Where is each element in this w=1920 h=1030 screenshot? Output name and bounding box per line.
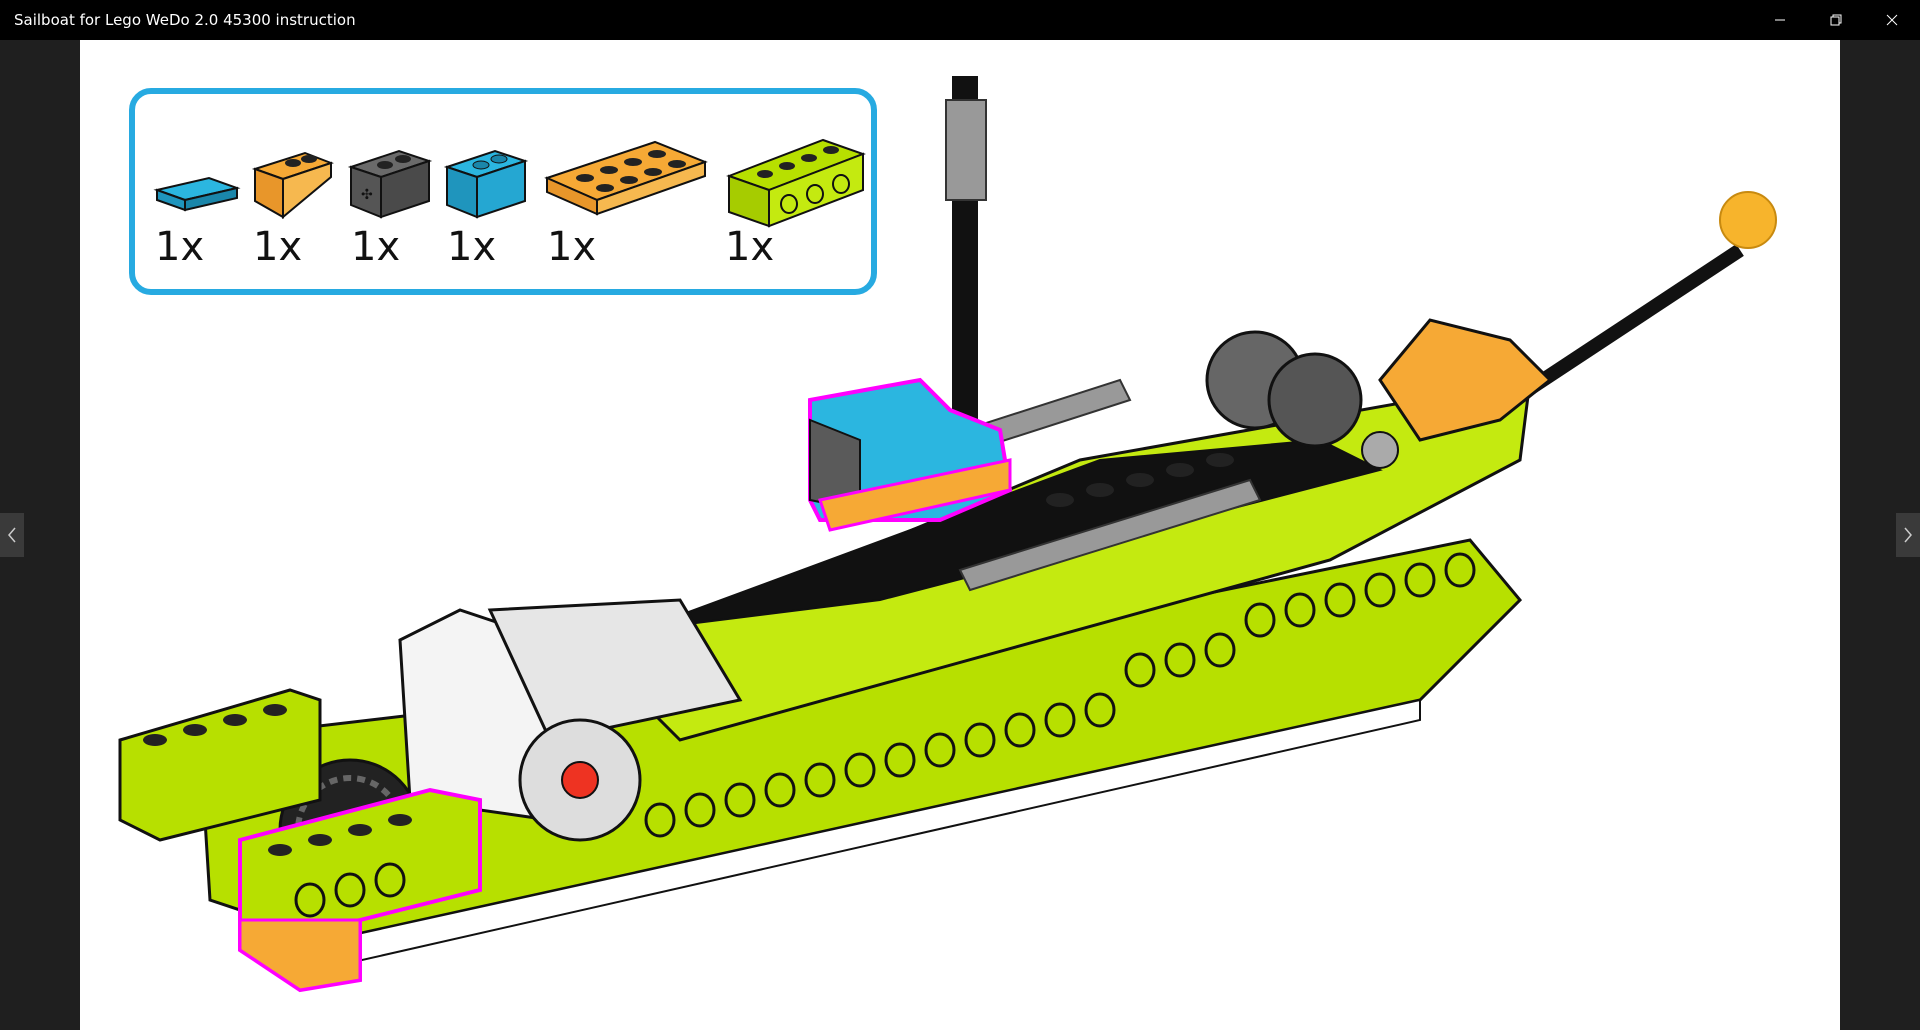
- close-button[interactable]: [1864, 0, 1920, 40]
- restore-icon: [1830, 14, 1842, 26]
- chevron-left-icon: [7, 527, 17, 543]
- instruction-image: 1x 1x ✣ 1x 1x: [80, 40, 1840, 1030]
- minimize-icon: [1774, 14, 1786, 26]
- next-image-button[interactable]: [1896, 513, 1920, 557]
- restore-button[interactable]: [1808, 0, 1864, 40]
- previous-image-button[interactable]: [0, 513, 24, 557]
- chevron-right-icon: [1903, 527, 1913, 543]
- minimize-button[interactable]: [1752, 0, 1808, 40]
- image-viewer: 1x 1x ✣ 1x 1x: [0, 40, 1920, 1030]
- title-bar: Sailboat for Lego WeDo 2.0 45300 instruc…: [0, 0, 1920, 40]
- sailboat-model-illustration: [80, 40, 1840, 1030]
- window-title: Sailboat for Lego WeDo 2.0 45300 instruc…: [0, 11, 1752, 29]
- close-icon: [1886, 14, 1898, 26]
